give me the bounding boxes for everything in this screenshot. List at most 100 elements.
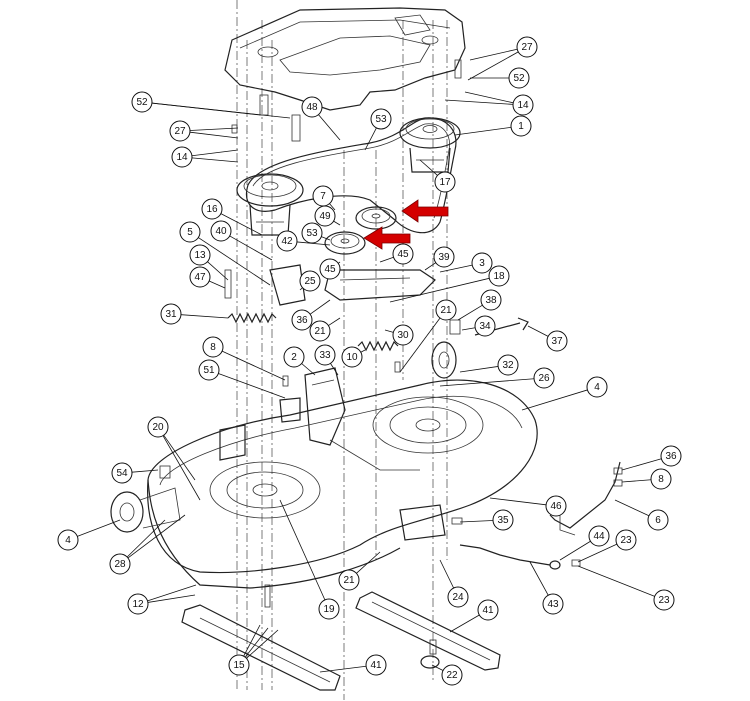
callout-bubble	[392, 324, 414, 346]
callout-c35: 35	[459, 509, 514, 531]
leader-line	[529, 561, 549, 596]
callout-number: 44	[593, 531, 605, 542]
callout-bubble	[299, 270, 321, 292]
callout-number: 38	[485, 295, 497, 306]
leader-line	[189, 127, 239, 131]
leader-line	[318, 114, 341, 141]
callout-bubble	[147, 416, 169, 438]
leader-line	[577, 543, 618, 563]
leader-line	[449, 614, 480, 633]
callout-c38: 38	[457, 289, 502, 321]
callout-number: 30	[397, 330, 409, 341]
callout-c27b: 27	[169, 120, 239, 142]
callout-number: 51	[203, 365, 215, 376]
leader-line	[77, 519, 121, 537]
callout-c14a: 14	[444, 91, 534, 116]
pivot-bracket	[279, 367, 346, 446]
callout-number: 21	[440, 305, 452, 316]
callout-bubble	[318, 598, 340, 620]
leader-line	[147, 584, 197, 602]
idler-pulley-lower	[324, 231, 366, 255]
leader-line	[384, 329, 394, 333]
callout-c41a: 41	[449, 599, 499, 633]
leader-line	[229, 235, 273, 261]
callout-bubble	[131, 91, 153, 113]
callout-c8a: 8	[202, 336, 286, 381]
callout-c44: 44	[559, 525, 610, 561]
callout-number: 14	[176, 152, 188, 163]
callout-bubble	[309, 320, 331, 342]
callout-number: 48	[306, 102, 318, 113]
callout-c13: 13	[189, 244, 229, 281]
callout-number: 1	[518, 121, 524, 132]
callout-c14b: 14	[171, 146, 239, 168]
callout-c51: 51	[198, 359, 286, 399]
callout-number: 49	[319, 211, 331, 222]
callout-bubble	[198, 359, 220, 381]
callout-bubble	[615, 529, 637, 551]
callout-bubble	[57, 529, 79, 551]
leader-line	[439, 264, 473, 273]
callout-number: 24	[452, 592, 464, 603]
leader-line	[439, 378, 535, 387]
callout-bubble	[283, 346, 305, 368]
callout-bubble	[109, 553, 131, 575]
deck-cover	[224, 7, 466, 111]
callout-bubble	[202, 336, 224, 358]
callout-number: 18	[493, 271, 505, 282]
callout-c52a: 52	[470, 67, 530, 89]
callout-c48: 48	[301, 96, 341, 141]
callout-bubble	[314, 344, 336, 366]
callout-bubble	[471, 252, 493, 274]
callout-number: 35	[497, 515, 509, 526]
callout-number: 53	[306, 228, 318, 239]
callout-bubble	[201, 198, 223, 220]
leader-line	[220, 213, 263, 236]
callout-bubble	[441, 664, 463, 686]
callout-bubble	[586, 376, 608, 398]
callout-bubble	[588, 525, 610, 547]
leader-line	[614, 499, 650, 517]
callout-bubble	[434, 171, 456, 193]
callout-bubble	[291, 309, 313, 331]
leader-line	[360, 349, 366, 353]
callout-number: 46	[550, 501, 562, 512]
red-arrow-lower	[363, 226, 411, 250]
leader-line	[127, 514, 186, 559]
callout-number: 3	[479, 258, 485, 269]
callout-number: 21	[314, 326, 326, 337]
callout-number: 33	[319, 350, 331, 361]
leader-line	[464, 91, 514, 104]
leader-line	[379, 256, 394, 263]
callout-bubble	[169, 120, 191, 142]
callout-bubble	[512, 94, 534, 116]
callout-c54: 54	[111, 462, 159, 484]
callout-bubble	[516, 36, 538, 58]
callout-bubble	[480, 289, 502, 311]
callout-bubble	[210, 220, 232, 242]
leader-line	[621, 479, 652, 483]
leader-line	[559, 540, 591, 561]
red-arrow-upper	[401, 199, 449, 223]
leader-line	[244, 627, 269, 658]
callout-number: 16	[206, 204, 218, 215]
leader-line	[439, 559, 454, 589]
callout-c21b: 21	[309, 317, 341, 342]
leader-line	[147, 594, 196, 603]
leader-line	[221, 350, 286, 381]
leader-line	[151, 102, 291, 119]
leader-line	[521, 389, 588, 411]
idler-arm	[269, 264, 436, 306]
callout-c17: 17	[419, 159, 456, 193]
callout-bubble	[301, 96, 323, 118]
leader-line	[191, 149, 239, 157]
leader-line	[180, 314, 229, 319]
callout-number: 20	[152, 422, 164, 433]
leader-line	[469, 48, 518, 61]
callout-bubble	[488, 265, 510, 287]
leader-line	[163, 434, 196, 481]
callout-c22: 22	[431, 664, 463, 686]
gauge-wheel-left	[110, 487, 181, 533]
callout-bubble	[650, 468, 672, 490]
